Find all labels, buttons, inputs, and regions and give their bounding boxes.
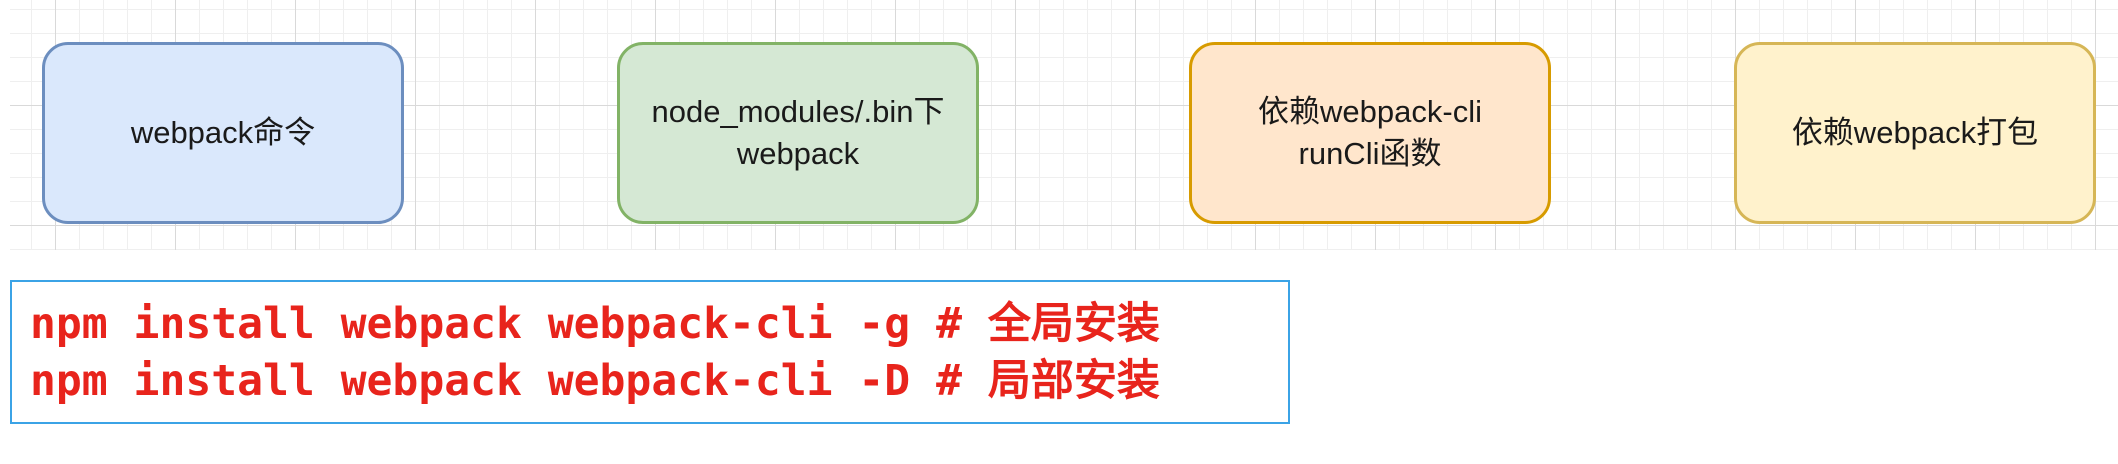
node-bin-webpack: node_modules/.bin下 webpack xyxy=(617,42,979,224)
node-webpack-command: webpack命令 xyxy=(42,42,404,224)
code-block: npm install webpack webpack-cli -g # 全局安… xyxy=(10,280,1290,424)
code-line-local-install: npm install webpack webpack-cli -D # 局部安… xyxy=(30,356,1160,406)
code-line-global-install: npm install webpack webpack-cli -g # 全局安… xyxy=(30,299,1160,349)
node-webpack-bundle: 依赖webpack打包 xyxy=(1734,42,2096,224)
node-webpack-cli-runcli: 依赖webpack-cli runCli函数 xyxy=(1189,42,1551,224)
